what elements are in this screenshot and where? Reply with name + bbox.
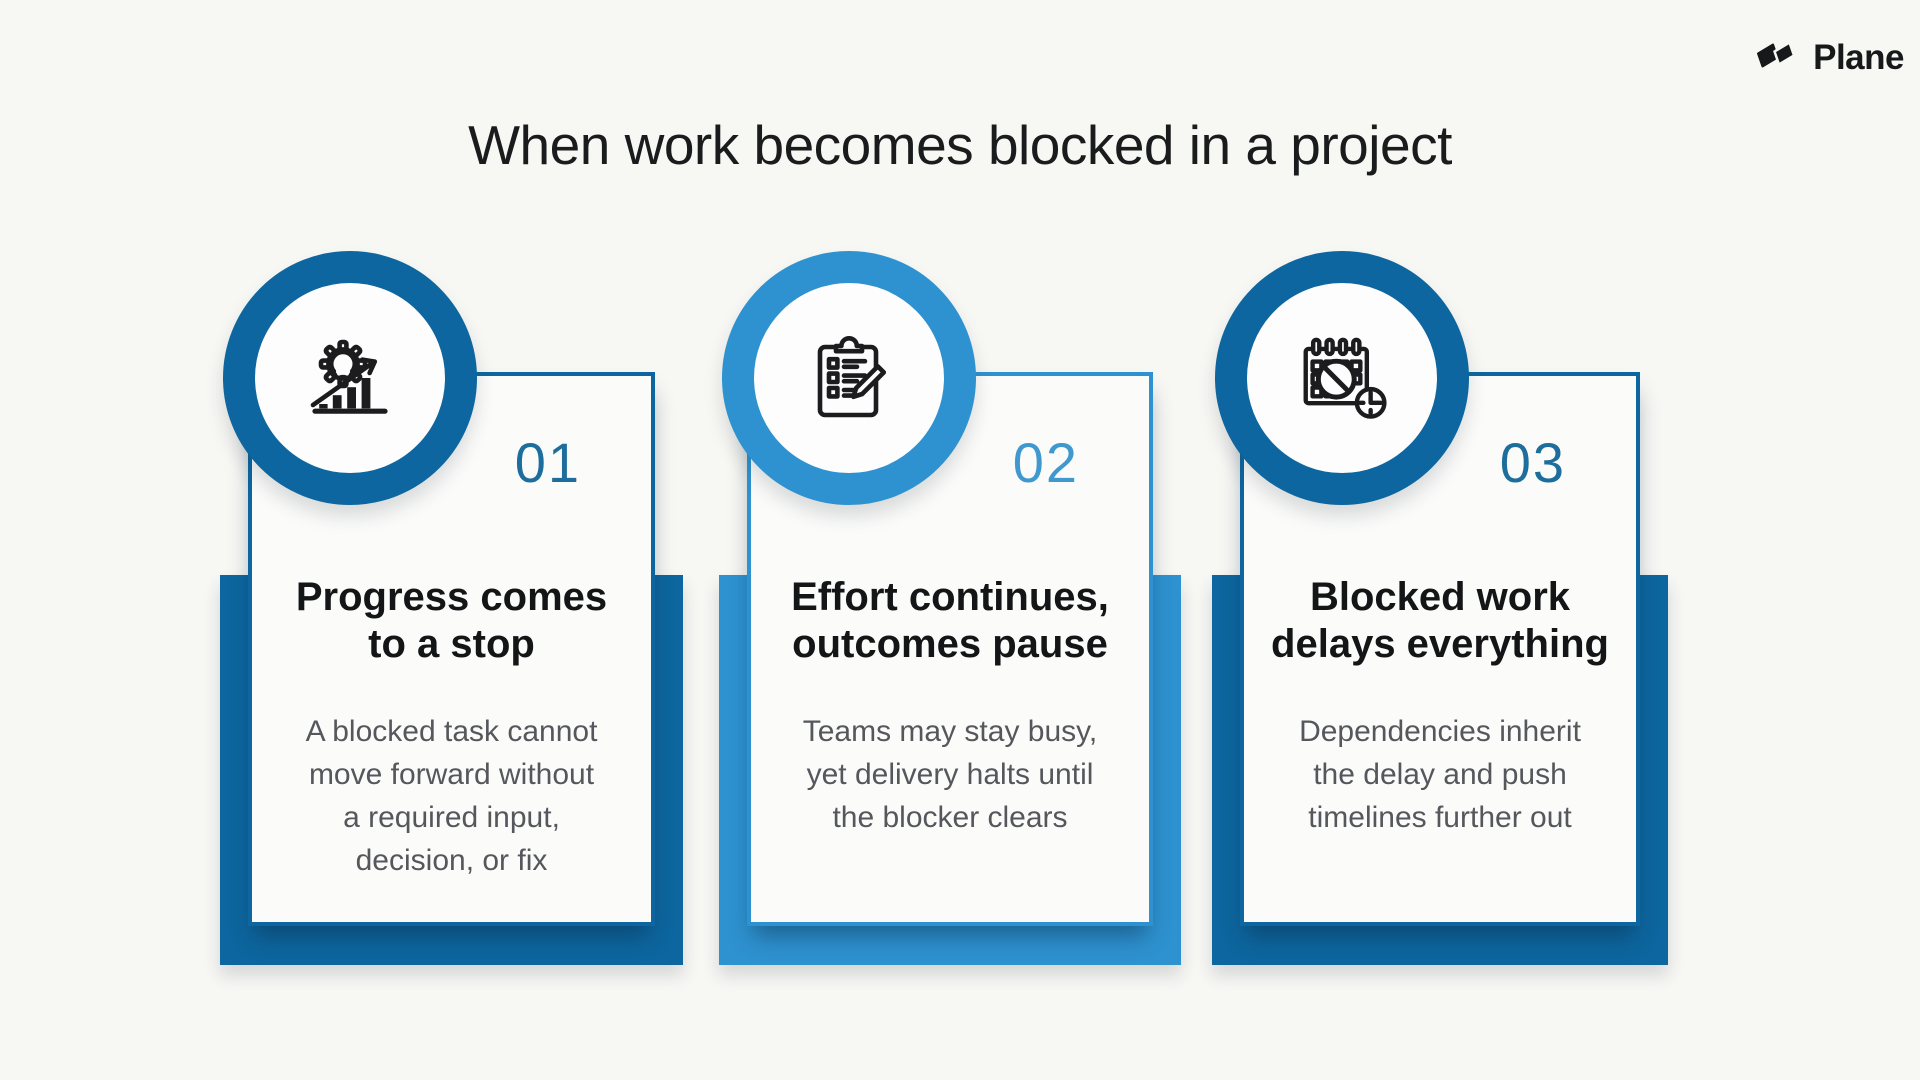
plane-logo: Plane (1754, 36, 1904, 80)
card-number: 01 (514, 431, 581, 494)
card-panel: 03 Blocked work delays everything Depend… (1240, 372, 1640, 926)
card-02: 02 Effort continues, outcomes pause Team… (719, 251, 1181, 965)
card-title: Progress comes to a stop (295, 575, 608, 666)
card-description: Dependencies inherit the delay and push … (1299, 715, 1581, 834)
plane-wordmark: Plane (1813, 38, 1904, 77)
card-title: Blocked work delays everything (1271, 575, 1609, 666)
plane-logomark-icon (1757, 41, 1796, 68)
calendar-blocked-clock-icon (1303, 337, 1387, 419)
page-title: When work becomes blocked in a project (468, 114, 1452, 176)
card-icon-circle (722, 251, 976, 505)
growth-gear-icon (310, 339, 388, 414)
card-number: 02 (1012, 431, 1079, 494)
card-03: 03 Blocked work delays everything Depend… (1212, 251, 1668, 965)
card-01: 01 Progress comes to a stop A blocked ta… (220, 251, 683, 965)
card-icon-circle (223, 251, 477, 505)
clipboard-checklist-icon (817, 336, 887, 418)
card-description: Teams may stay busy, yet delivery halts … (802, 715, 1098, 834)
card-number: 03 (1499, 431, 1566, 494)
card-title: Effort continues, outcomes pause (791, 575, 1109, 666)
card-icon-circle (1215, 251, 1469, 505)
card-description: A blocked task cannot move forward witho… (305, 715, 598, 877)
